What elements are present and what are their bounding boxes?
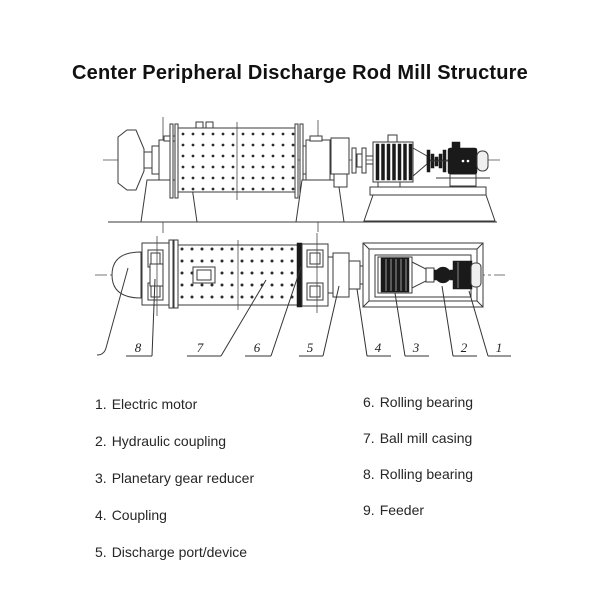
rolling-bearing-left-plan [141, 236, 179, 316]
legend-item-ball-mill-casing: 7.Ball mill casing [363, 430, 473, 446]
electric-motor [447, 141, 489, 187]
drive-base [363, 177, 496, 222]
callout-4: 4 [356, 288, 391, 357]
callout-2: 2 [441, 285, 477, 357]
plan-view: 8 7 6 5 4 3 2 [95, 233, 511, 357]
callout-number: 5 [307, 340, 314, 355]
legend-label: Ball mill casing [379, 430, 473, 446]
legend-number: 3. [95, 470, 107, 486]
legend-label: Coupling [111, 507, 167, 523]
legend-left-column: 1.Electric motor 2.Hydraulic coupling 3.… [95, 396, 254, 581]
legend-item-feeder: 9.Feeder [363, 502, 473, 518]
callout-7: 7 [187, 279, 267, 357]
legend-label: Rolling bearing [379, 394, 474, 410]
callouts: 8 7 6 5 4 3 2 [96, 266, 511, 357]
callout-3: 3 [394, 292, 429, 357]
callout-number: 6 [254, 340, 261, 355]
callout-feeder-leader [96, 267, 129, 356]
side-elevation-view [103, 117, 500, 233]
motor-end-cap [476, 150, 489, 172]
legend-item-rolling-bearing-6: 6.Rolling bearing [363, 394, 473, 410]
legend-number: 5. [95, 544, 107, 560]
callout-number: 3 [412, 340, 420, 355]
legend-item-hydraulic-coupling: 2.Hydraulic coupling [95, 433, 254, 449]
callout-number: 4 [375, 340, 382, 355]
callout-1: 1 [468, 290, 511, 357]
drum-bolt-pattern [178, 128, 295, 192]
ball-mill-casing [177, 240, 303, 310]
page-title: Center Peripheral Discharge Rod Mill Str… [72, 62, 528, 84]
legend-label: Electric motor [111, 396, 198, 412]
callout-number: 8 [135, 340, 142, 355]
legend-number: 4. [95, 507, 107, 523]
gear-reducer [372, 134, 428, 188]
callout-5: 5 [299, 285, 340, 357]
legend-number: 2. [95, 433, 107, 449]
callout-number: 1 [496, 340, 503, 355]
legend-label: Rolling bearing [379, 466, 474, 482]
hydraulic-coupling [426, 149, 448, 173]
rolling-bearing-right-plan [301, 233, 329, 313]
legend-label: Planetary gear reducer [111, 470, 255, 486]
legend-label: Hydraulic coupling [111, 433, 227, 449]
legend-item-discharge-port: 5.Discharge port/device [95, 544, 254, 560]
legend-label: Discharge port/device [111, 544, 248, 560]
legend-number: 1. [95, 396, 107, 412]
callout-6: 6 [245, 266, 302, 357]
legend-label: Feeder [379, 502, 425, 518]
callout-number: 2 [461, 340, 468, 355]
gear-reducer-plan [377, 256, 435, 294]
mill-drum [169, 121, 304, 200]
legend-number: 8. [363, 466, 375, 482]
legend-number: 9. [363, 502, 375, 518]
legend-item-coupling: 4.Coupling [95, 507, 254, 523]
discharge-housing [330, 137, 350, 188]
legend-number: 7. [363, 430, 375, 446]
bearing-pedestal-right [295, 179, 345, 223]
rolling-bearing-right [295, 135, 345, 223]
manhole-lug [195, 121, 204, 129]
callout-8: 8 [126, 278, 156, 357]
coupling [351, 147, 374, 174]
callout-number: 7 [197, 340, 204, 355]
feeder [117, 129, 153, 191]
reducer-output-cone [412, 147, 428, 178]
legend-item-electric-motor: 1.Electric motor [95, 396, 254, 412]
legend-item-planetary-gear-reducer: 3.Planetary gear reducer [95, 470, 254, 486]
legend-right-column: 6.Rolling bearing 7.Ball mill casing 8.R… [363, 394, 473, 538]
discharge-device [327, 252, 361, 298]
legend-item-rolling-bearing-8: 8.Rolling bearing [363, 466, 473, 482]
electric-motor-plan [452, 260, 482, 290]
legend-number: 6. [363, 394, 375, 410]
